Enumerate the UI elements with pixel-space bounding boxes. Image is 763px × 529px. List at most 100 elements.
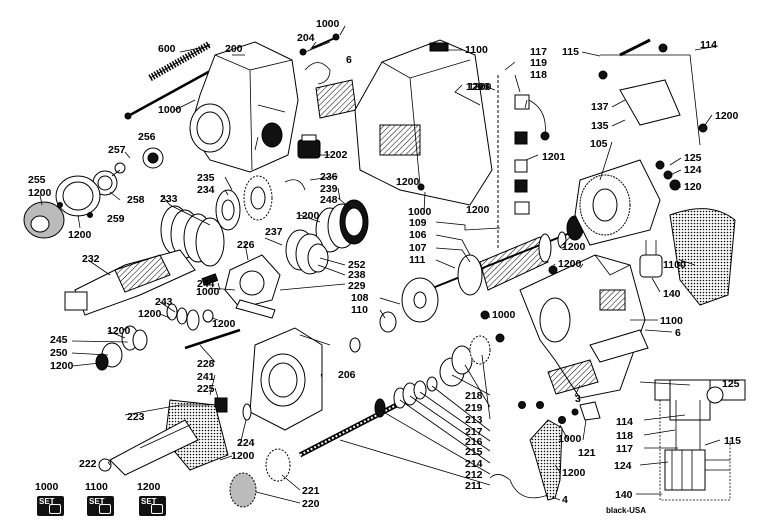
part-108-fan [401, 277, 439, 323]
label-213: 213 [465, 414, 483, 426]
part-200-gear-housing [189, 41, 299, 173]
label-1200l: 1200 [562, 241, 586, 253]
part-204-clip [299, 41, 331, 56]
part-ring-clip [304, 62, 331, 85]
label-258: 258 [127, 194, 145, 206]
label-1000e: 1000 [492, 309, 516, 321]
label-111: 111 [409, 254, 426, 266]
label-1200h: 1200 [50, 360, 74, 372]
label-115a: 115 [562, 46, 579, 58]
part-224-pin [242, 403, 252, 421]
part-6-plate [589, 329, 649, 363]
label-124a: 124 [684, 164, 702, 176]
part-211-shaft [298, 395, 412, 458]
label-4: 4 [562, 494, 568, 506]
label-106: 106 [409, 229, 427, 241]
label-221: 221 [302, 485, 320, 497]
label-214: 214 [465, 458, 483, 470]
set-1000-text: SET [39, 497, 55, 506]
part-114-switch [598, 38, 708, 146]
label-1000f: 1000 [558, 433, 582, 445]
label-239: 239 [320, 183, 338, 195]
label-222: 222 [79, 458, 97, 470]
set-1100-box-icon: SET [87, 496, 114, 516]
label-114a: 114 [700, 39, 717, 51]
label-248: 248 [320, 194, 338, 206]
label-1100b: 1100 [663, 259, 686, 271]
label-124b: 124 [614, 460, 632, 472]
part-221-gear [265, 448, 291, 482]
label-206: 206 [338, 369, 356, 381]
set-1200-box-icon: SET [139, 496, 166, 516]
label-225: 225 [197, 383, 215, 395]
part-1000-screw-top [311, 33, 340, 49]
label-117b: 117 [616, 443, 633, 455]
label-241: 241 [197, 371, 215, 383]
label-217: 217 [465, 426, 483, 438]
label-set-1100: 1100 [85, 481, 108, 493]
part-6-label-plate [315, 79, 357, 119]
label-1200o: 1200 [562, 467, 586, 479]
label-257: 257 [108, 144, 126, 156]
part-225-clip [214, 397, 228, 413]
label-1000a: 1000 [158, 104, 182, 116]
label-234: 234 [197, 184, 215, 196]
label-107: 107 [409, 242, 427, 254]
part-1200-small-screws [57, 202, 93, 218]
label-121: 121 [578, 447, 596, 459]
set-1200-text: SET [141, 497, 157, 506]
label-1202: 1202 [324, 149, 348, 161]
part-236-ring [284, 179, 306, 191]
label-244: 244 [197, 278, 215, 290]
part-206-housing [249, 327, 331, 431]
part-245-250-parts [95, 325, 148, 371]
part-1202-brush-cap [297, 134, 321, 159]
label-200: 200 [225, 43, 243, 55]
part-4-cable [489, 419, 563, 501]
part-1000-screws-bottom [518, 401, 566, 424]
leader-lines [39, 25, 721, 504]
label-223: 223 [127, 411, 145, 423]
part-244-key [201, 273, 219, 286]
set-1100-text: SET [89, 497, 105, 506]
part-labels: 600 200 1000 204 1000 6 1100 1200 256 25… [28, 18, 741, 515]
part-110-bearing [379, 311, 397, 333]
label-1200e: 1200 [138, 308, 162, 320]
label-228: 228 [197, 358, 215, 370]
label-125b: 125 [722, 378, 740, 390]
part-125-parts [655, 160, 673, 180]
label-211: 211 [465, 480, 482, 492]
part-235-gear [243, 175, 273, 221]
label-232: 232 [82, 253, 100, 265]
part-226-plate [224, 254, 281, 319]
part-233-rings [160, 205, 225, 267]
label-229: 229 [348, 280, 366, 292]
label-6a: 6 [346, 54, 352, 66]
label-110: 110 [351, 304, 368, 316]
label-125a: 125 [684, 152, 702, 164]
part-228-pin [184, 328, 241, 350]
label-119: 119 [530, 57, 547, 69]
part-237-238-rings [285, 229, 329, 275]
label-235: 235 [197, 172, 215, 184]
part-259-spring-ring [55, 175, 101, 217]
label-1200g: 1200 [107, 325, 131, 337]
label-115b: 115 [724, 435, 741, 447]
wiring-diagram [654, 379, 746, 501]
label-1200i: 1200 [231, 450, 255, 462]
label-117a: 117 [530, 46, 547, 58]
label-1200f: 1200 [212, 318, 236, 330]
label-1000c: 1000 [196, 286, 220, 298]
label-137: 137 [591, 101, 609, 113]
label-212: 212 [465, 469, 483, 481]
part-212-219-stack [374, 333, 505, 418]
label-1000b: 1000 [316, 18, 340, 30]
label-109: 109 [409, 217, 427, 229]
part-234-disc [215, 189, 241, 231]
label-237: 237 [265, 226, 283, 238]
part-120-cap [669, 179, 681, 191]
label-3: 3 [575, 393, 581, 405]
part-232-spindle [64, 249, 196, 316]
set-1000-box-icon: SET [37, 496, 64, 516]
